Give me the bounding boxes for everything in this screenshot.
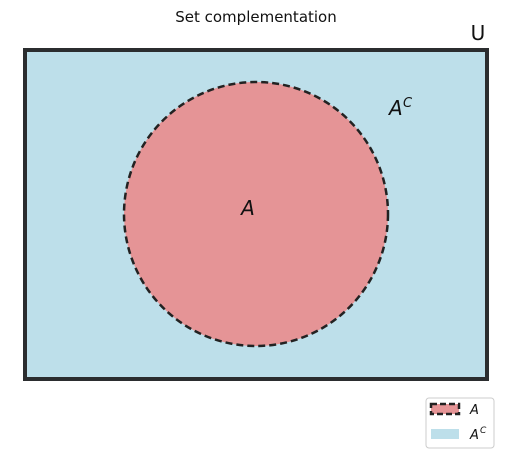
legend-label-set-a: A <box>469 403 479 418</box>
complement-superscript: C <box>403 96 413 111</box>
legend-label-complement: A <box>469 428 479 443</box>
legend-superscript-complement: C <box>480 426 487 436</box>
legend-swatch-set-a <box>429 402 461 416</box>
set-a-circle <box>122 80 390 348</box>
set-a-label: A <box>239 196 255 220</box>
legend-swatch-complement <box>431 429 459 439</box>
complement-label: A <box>387 96 403 120</box>
legend: A A C <box>425 397 495 449</box>
universe-label: U <box>471 21 486 45</box>
diagram-title: Set complementation <box>175 8 337 26</box>
